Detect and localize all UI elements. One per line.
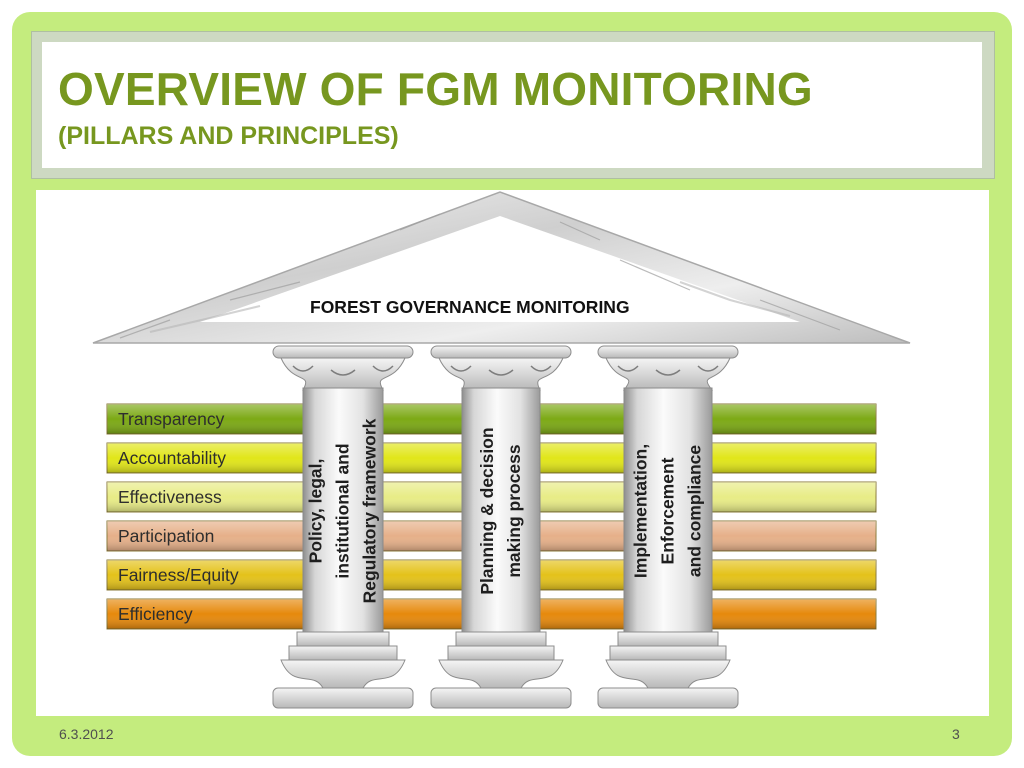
- pillars: [272, 345, 739, 709]
- slide-subtitle: (PILLARS AND PRINCIPLES): [58, 122, 399, 150]
- pillar-label: Planning & decision making process: [474, 427, 528, 594]
- principle-label: Efficiency: [118, 604, 193, 624]
- pillar-label-line: Enforcement: [657, 457, 678, 565]
- pillar-label-line: making process: [504, 444, 524, 578]
- pillar-label-line: Planning & decision: [477, 427, 497, 595]
- principle-label: Fairness/Equity: [118, 565, 239, 585]
- pillar-label-line: Implementation,: [630, 443, 651, 579]
- pillar-label-line: Regulatory framework: [359, 418, 380, 604]
- principle-label: Accountability: [118, 448, 226, 468]
- roof: [92, 191, 911, 344]
- pillar-label: Policy, legal, institutional and Regulator…: [303, 419, 384, 604]
- pillar-label-line: and compliance: [684, 444, 705, 578]
- principle-label: Effectiveness: [118, 487, 222, 507]
- principle-label: Participation: [118, 526, 215, 546]
- pillar: [272, 345, 414, 709]
- pillar-label: Implementation, Enforcement and compliance: [628, 444, 709, 578]
- pillar: [597, 345, 739, 709]
- roof-label: FOREST GOVERNANCE MONITORING: [310, 297, 630, 317]
- slide-title: OVERVIEW OF FGM MONITORING: [58, 63, 813, 115]
- pillar-label-line: Policy, legal,: [305, 458, 326, 564]
- pillar-label-line: institutional and: [332, 443, 353, 579]
- slide-date: 6.3.2012: [59, 726, 114, 742]
- principle-label: Transparency: [118, 409, 225, 429]
- page-number: 3: [952, 726, 960, 742]
- title-panel: OVERVIEW OF FGM MONITORING (PILLARS AND …: [31, 31, 995, 179]
- title-area: OVERVIEW OF FGM MONITORING (PILLARS AND …: [42, 42, 982, 168]
- pillar: [430, 345, 572, 709]
